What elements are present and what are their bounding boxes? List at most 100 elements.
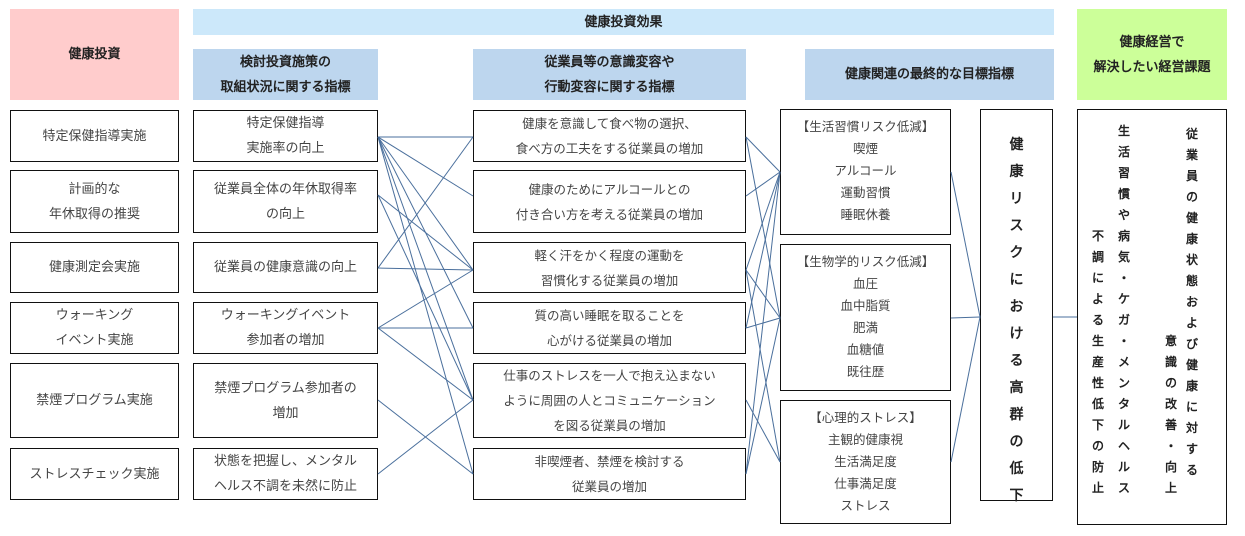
policy-indicator-box-line: 増加 [272,405,299,421]
header-policy-line2: 取組状況に関する指標 [220,79,351,95]
header-behavior-indicators: 従業員等の意識変容や 行動変容に関する指標 [473,49,746,100]
behavior-indicator-box-line: 仕事のストレスを一人で抱え込まない [503,368,716,383]
behavior-indicator-box-line: 質の高い睡眠を取ることを [534,308,685,323]
management-issue-char: 対 [1186,421,1199,435]
behavior-indicator-box-line: 心がける従業員の増加 [546,333,672,348]
final-indicator-title: 【生物学的リスク低減】 [796,254,935,269]
management-issue-char: 従 [1186,127,1199,141]
management-issue-char: 康 [1186,232,1199,246]
connector-behavior-final [745,317,781,475]
management-issue-char: ン [1118,376,1131,390]
behavior-indicator-box-line: 付き合い方を考える従業員の増加 [515,206,704,222]
policy-indicator-box-line: 参加者の増加 [246,333,325,348]
connector-policy-behavior [377,136,474,475]
management-issue-char: 慣 [1118,187,1131,201]
connector-policy-behavior [377,136,474,329]
management-issue-char: 病 [1118,229,1131,243]
management-issue-char: 康 [1186,379,1199,393]
investment-box-line: 年休取得の推奨 [48,206,140,222]
investment-box-line: 健康測定会実施 [48,260,140,275]
management-issue-box: 不調による生産性低下の防止生活習慣や病気・ケガ・メンタルヘルス意識の改善・向上従… [1077,109,1227,525]
connector-policy-behavior [377,136,474,401]
behavior-indicator-box-line: ように周囲の人とコミュニケーション [503,393,716,408]
final-indicator-item: 血糖値 [846,342,885,357]
final-goal-char: 低 [1009,461,1024,477]
management-issue-char: ・ [1118,271,1131,285]
connector-behavior-final [745,171,781,271]
header-final-label: 健康関連の最終的な目標指標 [844,67,1014,82]
policy-indicator-box-line: の向上 [265,206,305,222]
investment-box: 健康測定会実施 [10,242,179,293]
connector-behavior-final [745,269,781,463]
management-issue-column: 生活習慣や病気・ケガ・メンタルヘルス [1118,121,1130,499]
management-issue-char: 生 [1118,124,1131,138]
header-policy-indicators: 検討投資施策の 取組状況に関する指標 [193,49,378,100]
final-indicator-item: 仕事満足度 [834,476,897,491]
connector-final-goal [950,316,981,319]
behavior-indicator-box-line: 健康を意識して食べ物の選択、 [522,116,697,131]
policy-indicator-box: 従業員の健康意識の向上 [193,242,378,293]
final-indicator-item: 睡眠休養 [840,207,891,222]
final-goal-char: る [1009,353,1024,369]
management-issue-char: 防 [1092,460,1105,474]
behavior-indicator-box: 質の高い睡眠を取ることを心がける従業員の増加 [473,302,746,354]
policy-indicator-box-line: 従業員全体の年休取得率 [213,181,357,197]
management-issue-char: 調 [1092,250,1105,264]
policy-indicator-box-line: ウォーキングイベント [220,308,351,323]
management-issue-char: 性 [1092,376,1105,390]
policy-indicator-box: 従業員全体の年休取得率の向上 [193,170,378,233]
connector-policy-behavior [377,194,474,401]
final-indicator-item: 血中脂質 [840,298,891,313]
connector-final-goal [950,171,981,318]
behavior-indicator-box-line: 食べ方の工夫をする従業員の増加 [515,141,704,156]
final-goal-char: ク [1009,245,1024,261]
header-health-investment-label: 健康投資 [68,47,121,62]
policy-indicator-box: 状態を把握し、メンタルヘルス不調を未然に防止 [193,448,378,500]
final-goal-char: リ [1009,191,1024,207]
final-indicator-box: 【心理的ストレス】主観的健康視生活満足度仕事満足度ストレス [780,400,951,524]
header-health-investment-effect: 健康投資効果 [193,9,1054,35]
management-issue-char: ヘ [1118,439,1131,453]
investment-box-line: イベント実施 [55,333,134,348]
behavior-indicator-box-line: 非喫煙者、禁煙を検討する [534,454,685,469]
final-indicator-item: 喫煙 [852,141,878,156]
investment-box-line: ウォーキング [55,308,134,323]
header-health-investment: 健康投資 [10,9,179,100]
behavior-indicator-box-line: 健康のためにアルコールとの [528,181,691,197]
management-issue-char: の [1092,439,1105,453]
policy-indicator-box: 禁煙プログラム参加者の増加 [193,363,378,438]
connector-behavior-final [745,171,781,329]
policy-indicator-box: 特定保健指導実施率の向上 [193,110,378,162]
management-issue-char: ル [1118,460,1131,474]
investment-box: ストレスチェック実施 [10,448,179,500]
investment-box-line: 特定保健指導実施 [42,128,147,144]
behavior-indicator-box: 軽く汗をかく程度の運動を習慣化する従業員の増加 [473,242,746,293]
management-issue-char: よ [1092,292,1105,306]
connector-behavior-final [745,269,781,319]
final-indicator-title: 【生活習慣リスク低減】 [796,119,935,134]
management-issue-column: 意識の改善・向上 [1165,331,1177,499]
header-behavior-line2: 行動変容に関する指標 [544,79,675,95]
final-indicator-item: 既往歴 [846,364,885,379]
management-issue-char: の [1165,376,1178,390]
management-issue-char: 健 [1186,211,1199,225]
final-indicator-item: アルコール [834,163,897,178]
management-issue-char: に [1092,271,1105,285]
management-issue-char: 状 [1186,253,1199,267]
management-issue-char: 上 [1165,481,1178,495]
management-issue-char: の [1186,190,1199,204]
connector-policy-behavior [377,194,474,271]
final-goal-box: 健康リスクにおける高群の低下 [980,109,1053,504]
final-goal-char: 康 [1009,164,1024,180]
management-issue-char: 生 [1092,334,1105,348]
management-issue-char: 気 [1118,250,1131,264]
connector-behavior-final [745,171,781,197]
final-indicator-item: 主観的健康視 [827,432,903,447]
connector-behavior-final [745,171,781,475]
investment-box: ウォーキングイベント実施 [10,302,179,354]
management-issue-char: お [1186,295,1199,309]
final-indicator-item: 運動習慣 [840,185,891,200]
connector-behavior-final [745,399,781,463]
connector-final-goal [950,316,981,463]
management-issue-char: 止 [1092,481,1105,495]
